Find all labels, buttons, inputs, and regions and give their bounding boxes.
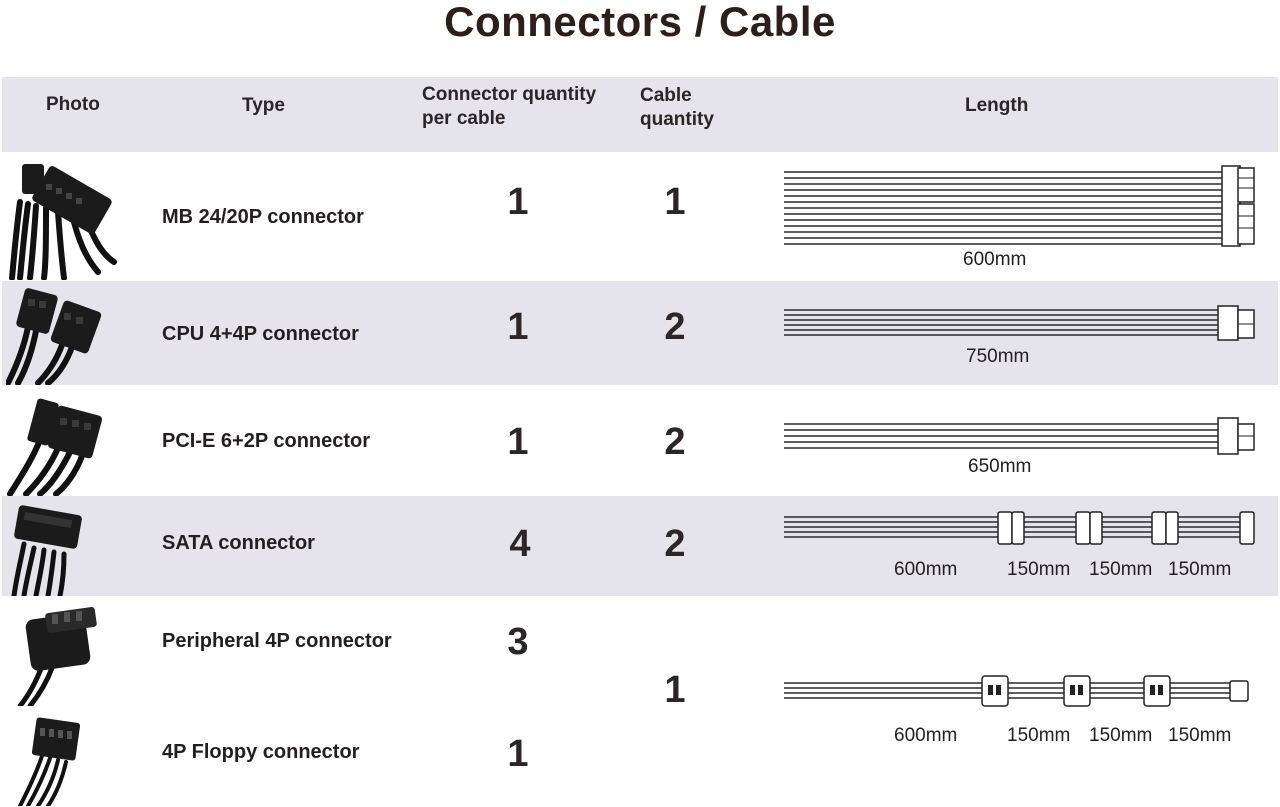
cable-quantity: 2 — [664, 421, 686, 463]
header-connector-quantity-line1: Connector quantity — [422, 84, 597, 105]
connector-quantity: 1 — [507, 421, 529, 463]
cable-length: 600mm — [963, 249, 1027, 270]
connector-quantity: 4 — [509, 523, 531, 565]
cable-drawing — [784, 305, 1255, 341]
cable-quantity: 1 — [664, 669, 686, 711]
table-header: Photo Type Connector quantity per cable … — [2, 77, 1278, 152]
connector-type: CPU 4+4P connector — [162, 323, 359, 345]
connector-quantity: 1 — [507, 306, 529, 348]
cpu-8pin-connector-icon — [6, 288, 102, 385]
cable-drawing — [784, 675, 1249, 707]
molex-connector-icon — [17, 607, 97, 706]
header-cable-quantity: Cable quantity — [640, 84, 714, 132]
header-length: Length — [965, 95, 1029, 116]
floppy-connector-icon — [18, 717, 81, 806]
cable-length: 150mm — [1007, 725, 1071, 746]
cable-length: 650mm — [968, 456, 1032, 477]
pcie-8pin-connector-icon — [7, 398, 103, 496]
connector-quantity: 1 — [507, 733, 529, 775]
cable-quantity: 2 — [664, 523, 686, 565]
row-band-cpu — [2, 281, 1278, 385]
header-connector-quantity-line2: per cable — [422, 108, 506, 129]
connector-quantity: 1 — [507, 181, 529, 223]
row-band-sata — [2, 496, 1278, 596]
cable-drawing — [784, 165, 1255, 247]
cable-length: 600mm — [894, 559, 958, 580]
header-type: Type — [242, 95, 285, 116]
connector-type: SATA connector — [162, 532, 315, 554]
mb-24pin-connector-icon — [9, 164, 117, 280]
cable-quantity: 2 — [664, 306, 686, 348]
connector-type: PCI-E 6+2P connector — [162, 430, 371, 452]
header-cable-quantity-line1: Cable — [640, 85, 692, 106]
cable-quantity: 1 — [664, 181, 686, 223]
header-photo: Photo — [46, 94, 100, 115]
connector-type: MB 24/20P connector — [162, 206, 364, 228]
cable-length: 150mm — [1168, 559, 1232, 580]
sata-connector-icon — [11, 505, 82, 596]
cable-length: 150mm — [1007, 559, 1071, 580]
connector-type: Peripheral 4P connector — [162, 630, 392, 652]
header-cable-quantity-line2: quantity — [640, 109, 714, 130]
cable-length: 150mm — [1089, 725, 1153, 746]
connector-type: 4P Floppy connector — [162, 741, 360, 763]
cable-drawing — [784, 417, 1255, 455]
cable-drawing — [784, 511, 1255, 545]
cable-length: 600mm — [894, 725, 958, 746]
cable-length: 150mm — [1089, 559, 1153, 580]
page-title: Connectors / Cable — [444, 0, 836, 45]
cable-length: 750mm — [966, 346, 1030, 367]
connector-quantity: 3 — [507, 621, 529, 663]
header-connector-quantity: Connector quantity per cable — [422, 83, 596, 131]
cable-length: 150mm — [1168, 725, 1232, 746]
